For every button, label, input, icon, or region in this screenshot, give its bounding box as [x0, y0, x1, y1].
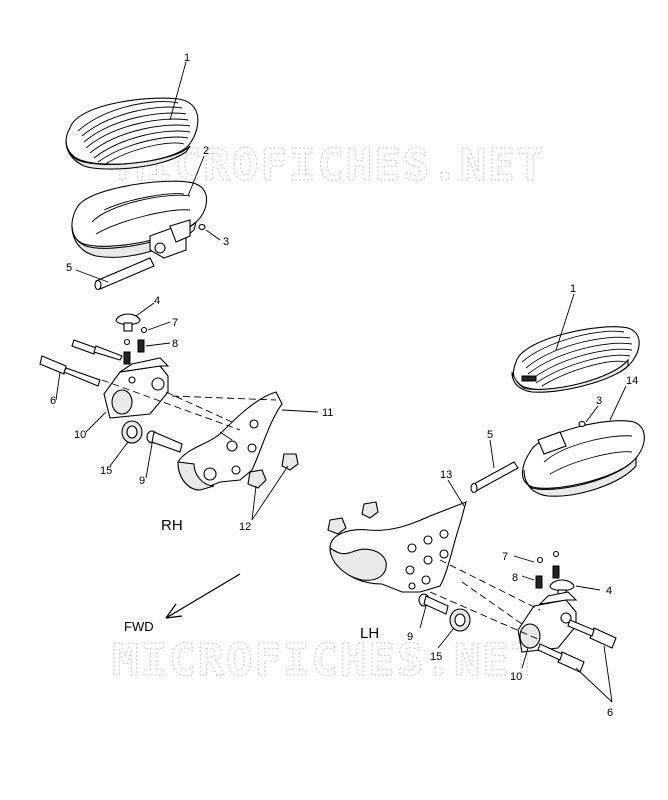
- callout-lh-6: 6: [607, 707, 613, 719]
- callout-rh-11: 11: [322, 407, 333, 419]
- rh-leader-lines: [55, 61, 319, 521]
- rh-floorboard-pad: [65, 97, 199, 170]
- callout-rh-5: 5: [66, 262, 72, 274]
- callout-rh-7: 7: [172, 317, 178, 329]
- rh-detent-ball-2: [123, 338, 131, 346]
- lh-bolt-upper: [567, 619, 617, 649]
- lh-assembly-line-1: [439, 559, 541, 611]
- callout-rh-8: 8: [172, 338, 178, 350]
- callout-rh-4: 4: [154, 295, 160, 307]
- callout-lh-1: 1: [570, 283, 576, 295]
- lh-bushing: [449, 608, 471, 632]
- callout-rh-3: 3: [223, 236, 229, 248]
- callout-lh-4: 4: [606, 585, 612, 597]
- callout-rh-15: 15: [100, 465, 112, 477]
- rh-nut-2: [281, 453, 299, 471]
- rh-assembly-line-1: [101, 379, 241, 431]
- callout-rh-6: 6: [50, 395, 56, 407]
- callout-rh-10: 10: [74, 429, 86, 441]
- rh-pivot-pin: [94, 257, 155, 291]
- lh-mount-bracket: [517, 591, 578, 653]
- lh-detent-spring: [535, 575, 543, 589]
- callout-lh-5: 5: [487, 429, 493, 441]
- callout-rh-2: 2: [203, 145, 209, 157]
- rh-clip: [198, 223, 206, 231]
- callout-lh-9: 9: [407, 631, 413, 643]
- forward-arrow: [165, 573, 241, 619]
- lh-leader-lines: [419, 293, 627, 703]
- lh-pivot-pin: [470, 461, 519, 494]
- lh-assembly-line-2: [461, 581, 523, 625]
- rh-floorboard-tray: [71, 180, 208, 259]
- callout-rh-9: 9: [139, 475, 145, 487]
- callout-lh-7: 7: [502, 551, 508, 563]
- rh-bushing: [121, 420, 143, 444]
- callout-lh-8: 8: [512, 572, 518, 584]
- rh-detent-spring: [123, 339, 145, 365]
- lh-floorboard-tray: [521, 420, 645, 497]
- rh-nut-1: [247, 469, 267, 489]
- rh-side-label: RH: [161, 517, 183, 534]
- rh-bolt-lower: [39, 355, 101, 387]
- lh-detent-ball: [536, 556, 544, 564]
- lh-clip: [578, 420, 586, 428]
- lh-bolt-lower: [537, 643, 585, 673]
- lh-assembly-line-3: [429, 591, 541, 641]
- fwd-label: FWD: [124, 619, 154, 634]
- watermark-bottom: MICROFICHES.NET: [112, 635, 539, 686]
- callout-lh-13: 13: [440, 469, 452, 481]
- lh-floorboard-pad: [511, 326, 640, 393]
- lh-pivot-bolt: [418, 593, 449, 615]
- callout-lh-3: 3: [596, 395, 602, 407]
- callout-rh-1: 1: [184, 52, 190, 64]
- rh-bolt-upper: [71, 339, 123, 361]
- lh-nut-1: [361, 501, 379, 519]
- callout-lh-14: 14: [626, 375, 638, 387]
- rh-assembly-line-3: [171, 395, 277, 401]
- rh-detent-ball: [140, 326, 148, 334]
- rh-detent-plunger: [115, 313, 141, 332]
- rh-mounting-plate: [177, 391, 283, 491]
- callout-lh-10: 10: [510, 671, 522, 683]
- lh-detent-ball-2: [552, 550, 560, 558]
- callout-lh-15: 15: [430, 651, 442, 663]
- rh-assembly-line-2: [165, 391, 233, 423]
- lh-nut-2: [327, 517, 347, 535]
- rh-pivot-bolt: [146, 430, 183, 453]
- lh-detent-spring-2: [552, 565, 560, 579]
- callout-rh-12: 12: [239, 521, 251, 533]
- lh-mounting-plate: [329, 501, 467, 593]
- lh-side-label: LH: [360, 625, 379, 642]
- rh-mount-bracket: [103, 357, 170, 419]
